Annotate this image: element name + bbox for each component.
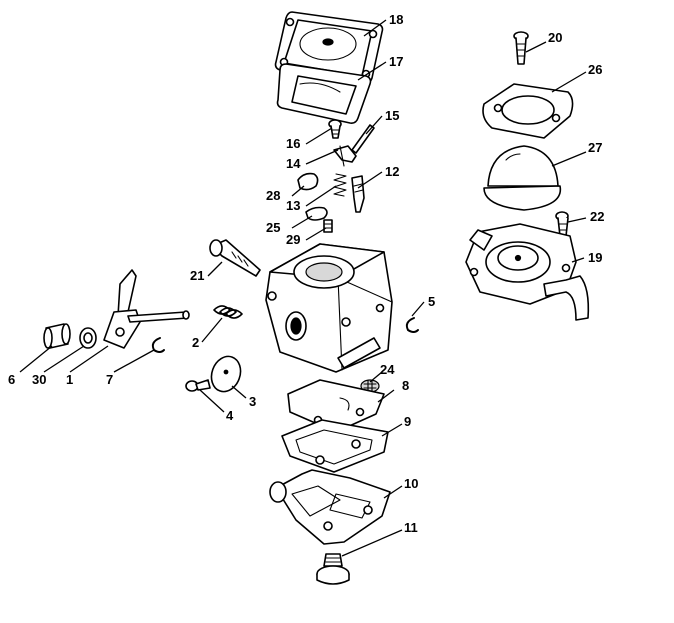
callout-3: 3 xyxy=(249,394,256,409)
callout-2: 2 xyxy=(192,335,199,350)
callout-25: 25 xyxy=(266,220,280,235)
callout-17: 17 xyxy=(389,54,403,69)
callout-26: 26 xyxy=(588,62,602,77)
callout-28: 28 xyxy=(266,188,280,203)
callout-29: 29 xyxy=(286,232,300,247)
callout-16: 16 xyxy=(286,136,300,151)
part-28-pad xyxy=(297,172,319,191)
part-26-gasket xyxy=(482,83,574,139)
part-12-needle xyxy=(351,175,365,213)
part-5-e-clip xyxy=(405,317,419,333)
callout-6: 6 xyxy=(8,372,15,387)
part-21-adjusting-screw xyxy=(209,239,261,277)
part-9-gasket xyxy=(281,419,389,473)
callout-22: 22 xyxy=(590,209,604,224)
callout-1: 1 xyxy=(66,372,73,387)
part-4-screw xyxy=(185,379,211,392)
part-13-spring xyxy=(333,173,347,197)
part-19-pump-housing xyxy=(465,223,590,321)
callout-20: 20 xyxy=(548,30,562,45)
callout-27: 27 xyxy=(588,140,602,155)
part-30-washer xyxy=(79,327,97,349)
callout-9: 9 xyxy=(404,414,411,429)
callout-5: 5 xyxy=(428,294,435,309)
part-14-lever xyxy=(333,145,357,167)
carburetor-body xyxy=(265,243,393,373)
leader-lines xyxy=(19,19,587,557)
callout-15: 15 xyxy=(385,108,399,123)
callout-11: 11 xyxy=(404,520,418,535)
part-6-bushing xyxy=(43,323,71,349)
callout-24: 24 xyxy=(380,362,395,377)
callout-18: 18 xyxy=(389,12,403,27)
callout-13: 13 xyxy=(286,198,300,213)
callout-8: 8 xyxy=(402,378,409,393)
callout-14: 14 xyxy=(286,156,301,171)
callout-4: 4 xyxy=(226,408,234,423)
callout-7: 7 xyxy=(106,372,113,387)
part-16-screw xyxy=(328,119,342,139)
part-29-screw xyxy=(323,219,333,233)
part-2-spring xyxy=(213,305,243,319)
callout-21: 21 xyxy=(190,268,204,283)
callout-10: 10 xyxy=(404,476,418,491)
part-24-strainer xyxy=(360,379,380,393)
part-27-primer-bulb xyxy=(483,145,562,211)
callout-30: 30 xyxy=(32,372,46,387)
callout-12: 12 xyxy=(385,164,399,179)
callouts: 18 17 15 16 14 12 28 13 25 29 21 5 2 6 3… xyxy=(8,12,604,535)
part-17-gasket xyxy=(276,63,372,124)
part-20-screw xyxy=(513,31,529,65)
part-10-cover xyxy=(269,469,391,545)
part-1-throttle-shaft xyxy=(103,269,190,349)
part-3-throttle-plate xyxy=(210,355,242,393)
part-11-screw xyxy=(316,553,350,585)
callout-19: 19 xyxy=(588,250,602,265)
part-7-c-clip xyxy=(151,337,165,353)
